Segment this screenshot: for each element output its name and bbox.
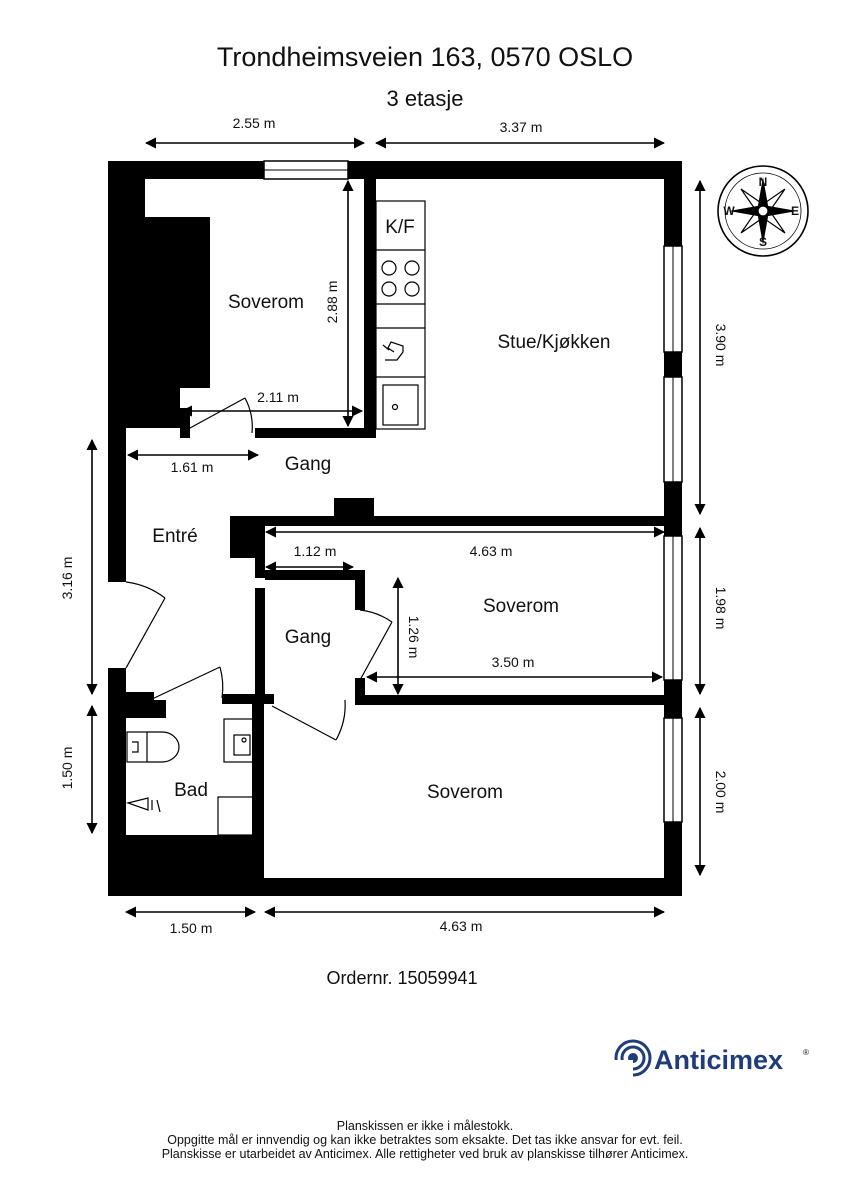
room-soverom-3: Soverom <box>427 782 503 803</box>
compass-e: E <box>791 204 799 218</box>
compass-s: S <box>759 235 767 249</box>
room-labels: Soverom Stue/Kjøkken Gang Entré Soverom … <box>152 292 610 803</box>
order-number: Ordernr. 15059941 <box>326 968 477 988</box>
dim-gang2-height: 1.26 m <box>406 616 422 659</box>
dimension-lines <box>86 137 706 918</box>
room-stue-kjokken: Stue/Kjøkken <box>498 332 611 353</box>
dishwasher-icon <box>382 341 404 361</box>
dim-soverom2-height: 1.98 m <box>713 587 729 630</box>
compass-icon: N S E W <box>717 165 809 257</box>
anticimex-logo-text: Anticimex <box>654 1045 783 1075</box>
dim-soverom1-width: 2.11 m <box>257 389 299 405</box>
svg-text:®: ® <box>803 1048 809 1057</box>
dim-entre-height: 3.16 m <box>59 557 75 600</box>
room-gang-2: Gang <box>285 627 331 648</box>
compass-w: W <box>723 204 735 218</box>
stove-icon <box>381 260 420 297</box>
washbasin-icon <box>223 718 254 763</box>
dim-bottom-left: 1.50 m <box>170 920 213 936</box>
compass-n: N <box>759 175 768 189</box>
disclaimer-line-1: Planskissen er ikke i målestokk. <box>337 1119 513 1133</box>
dim-soverom3-height: 2.00 m <box>713 771 729 814</box>
shower-icon <box>125 797 161 813</box>
room-entre: Entré <box>152 526 197 547</box>
anticimex-logo: Anticimex ® <box>613 1039 809 1080</box>
floor-label: 3 etasje <box>386 86 463 111</box>
dim-top-right: 3.37 m <box>500 119 543 135</box>
kitchen-fixtures: K/F <box>375 200 426 430</box>
dim-bottom-right: 4.63 m <box>440 918 483 934</box>
room-soverom-2: Soverom <box>483 596 559 617</box>
dim-bad-height: 1.50 m <box>59 747 75 790</box>
dim-soverom2-width: 4.63 m <box>470 543 513 559</box>
toilet-icon <box>126 731 180 763</box>
room-soverom-1: Soverom <box>228 292 304 313</box>
dim-gang2-width: 1.12 m <box>294 543 337 559</box>
dimension-labels: 2.55 m 3.37 m 2.88 m 2.11 m 3.90 m 1.61 … <box>59 115 729 936</box>
disclaimer-line-3: Planskisse er utarbeidet av Anticimex. A… <box>162 1147 689 1161</box>
dim-top-left: 2.55 m <box>233 115 276 131</box>
disclaimer-line-2: Oppgitte mål er innvendig og kan ikke be… <box>167 1133 683 1147</box>
dim-soverom2-inner: 3.50 m <box>492 654 535 670</box>
dim-soverom1-height: 2.88 m <box>324 281 340 324</box>
plan-title: Trondheimsveien 163, 0570 OSLO <box>217 42 633 72</box>
sink-icon <box>382 384 419 426</box>
dim-gang-width: 1.61 m <box>171 459 214 475</box>
room-bad: Bad <box>174 780 208 801</box>
dim-stue-height: 3.90 m <box>713 324 729 367</box>
walls <box>108 160 683 896</box>
room-gang-1: Gang <box>285 454 331 475</box>
anticimex-logo-icon <box>613 1039 652 1080</box>
kitchen-fridge-label: K/F <box>385 217 415 238</box>
bathroom-fixtures <box>125 718 254 836</box>
